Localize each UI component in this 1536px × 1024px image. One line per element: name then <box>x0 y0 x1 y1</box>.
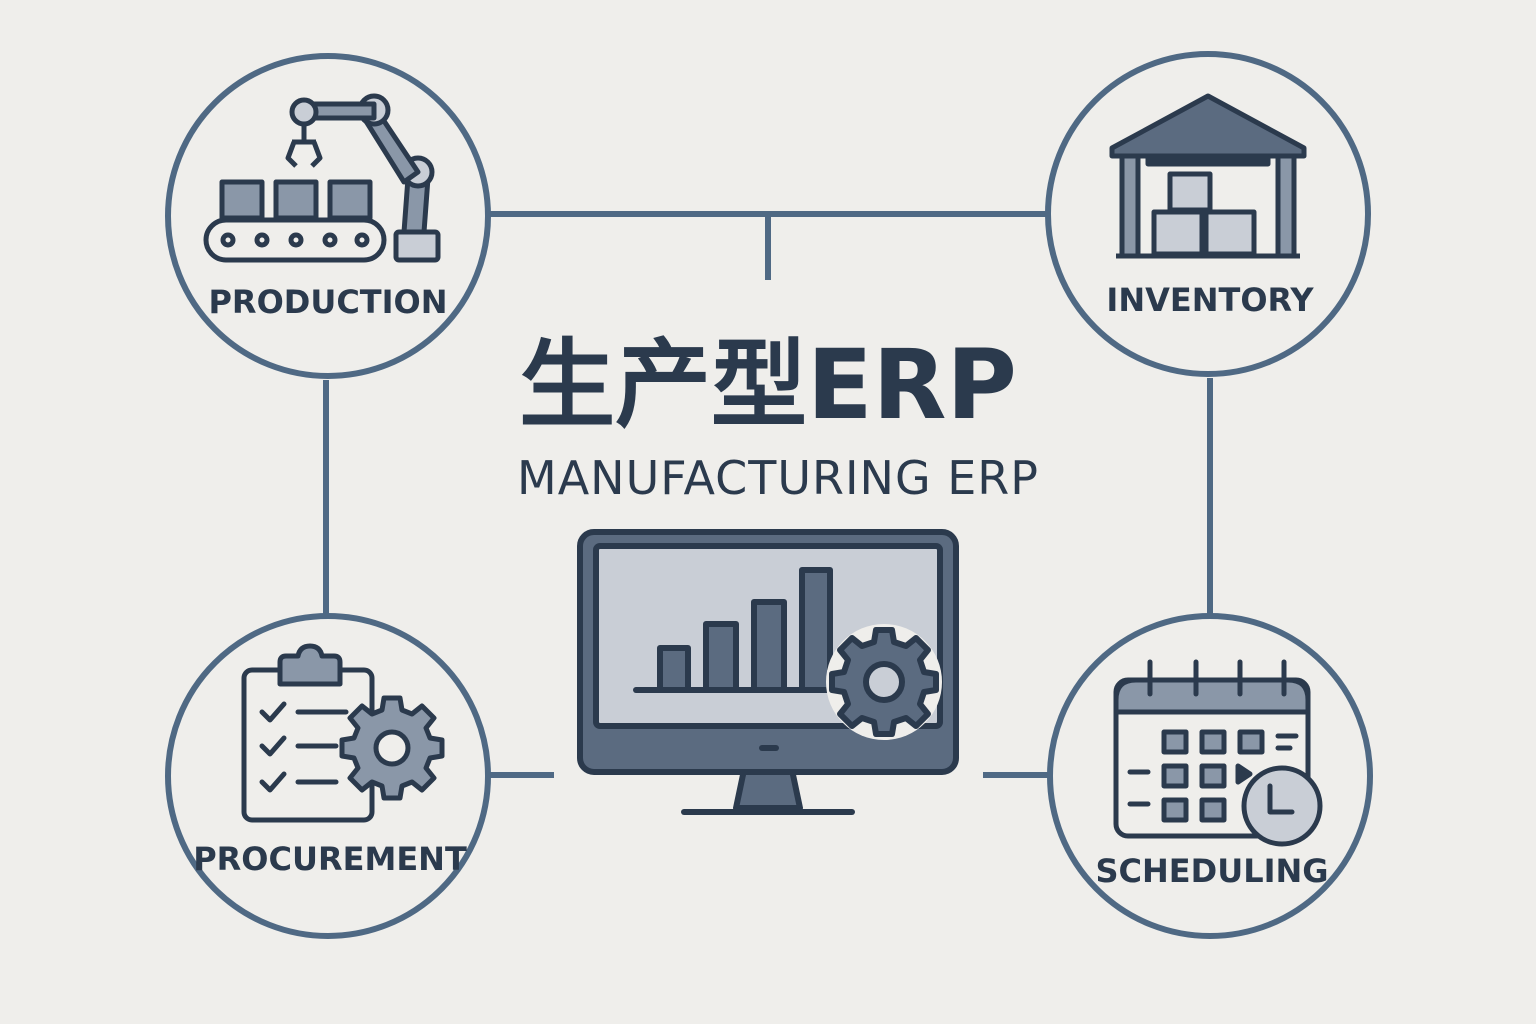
node-circle-inventory <box>1045 51 1371 377</box>
node-circle-scheduling <box>1047 613 1373 939</box>
monitor-chart-gear-icon <box>577 529 959 815</box>
title-main: 生产型ERP <box>519 329 1017 441</box>
production-line-icon <box>203 93 441 263</box>
warehouse-icon <box>1109 93 1307 259</box>
clipboard-checklist-gear-icon <box>241 643 445 823</box>
connectors <box>323 211 1213 778</box>
calendar-clock-icon <box>1113 659 1323 847</box>
node-label-inventory: INVENTORY <box>1106 281 1314 319</box>
node-label-production: PRODUCTION <box>208 283 447 321</box>
node-label-scheduling: SCHEDULING <box>1095 852 1328 890</box>
node-circle-production <box>165 53 491 379</box>
node-circle-procurement <box>165 613 491 939</box>
node-circles <box>165 51 1373 939</box>
title-subtitle: MANUFACTURING ERP <box>517 451 1039 505</box>
node-label-procurement: PROCUREMENT <box>193 840 467 878</box>
